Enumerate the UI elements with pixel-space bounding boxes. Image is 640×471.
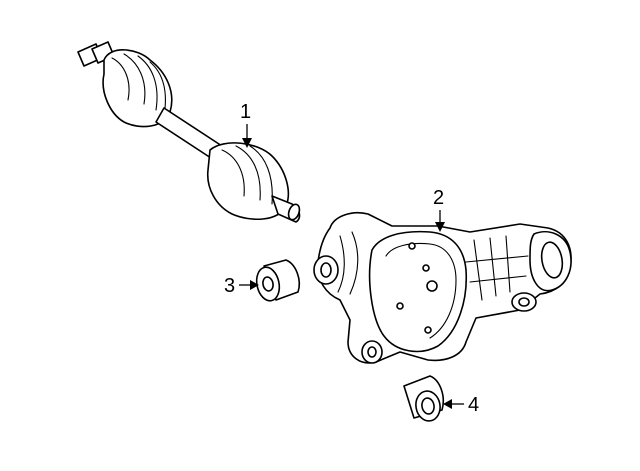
callout-2: 2 xyxy=(433,187,445,232)
callout-3-number: 3 xyxy=(224,275,235,297)
callout-2-arrowhead xyxy=(435,222,445,232)
callout-4-arrowhead xyxy=(443,399,452,409)
callout-1-number: 1 xyxy=(240,101,251,123)
callout-2-number: 2 xyxy=(433,187,444,209)
callout-3-arrowhead xyxy=(250,280,259,290)
differential-housing xyxy=(313,212,572,364)
callout-3: 3 xyxy=(224,275,259,297)
bushing-4 xyxy=(403,375,445,422)
callout-4-number: 4 xyxy=(468,394,479,416)
callout-1-arrowhead xyxy=(242,138,252,148)
callout-4: 4 xyxy=(443,394,479,416)
bushing-3 xyxy=(255,259,301,302)
callout-1: 1 xyxy=(240,101,252,148)
axle-shaft-assembly xyxy=(77,41,301,223)
